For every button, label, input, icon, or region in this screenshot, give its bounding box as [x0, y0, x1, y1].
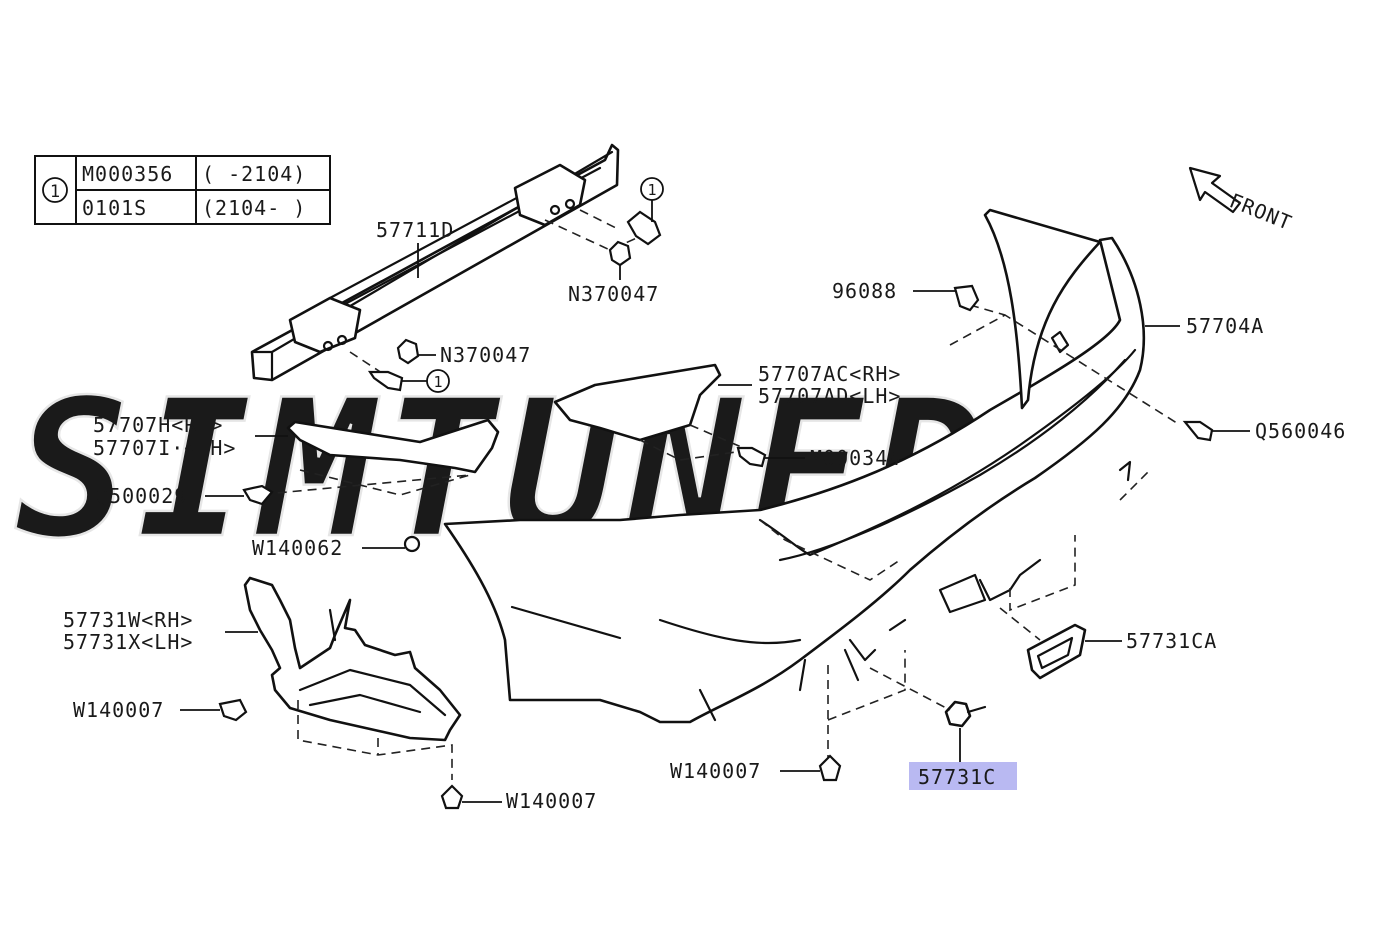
label-57707H[interactable]: 57707H<RH>: [93, 413, 223, 437]
ref-marker-top: 1: [640, 177, 664, 222]
part-57711D-beam: [250, 143, 620, 382]
bolt-icon: [242, 484, 274, 506]
label-96088[interactable]: 96088: [832, 279, 897, 303]
part-57731W-guard: [243, 576, 462, 742]
legend-part-2: 0101S: [82, 196, 147, 220]
legend-ref-circle: [42, 177, 68, 203]
legend-range-1: ( -2104): [202, 162, 306, 186]
label-57711D[interactable]: 57711D: [376, 218, 454, 242]
svg-text:1: 1: [433, 373, 442, 391]
label-57731W[interactable]: 57731W<RH>: [63, 608, 193, 632]
front-arrow-icon: [1188, 166, 1242, 214]
part-57707AC-bracket: [553, 363, 722, 442]
fasteners: [218, 210, 1214, 810]
watermark: SIMTUNED: [15, 359, 994, 580]
clip-icon: [440, 784, 464, 810]
leader-lines: [180, 243, 1250, 803]
label-W140007-left[interactable]: W140007: [73, 698, 164, 722]
guard-ribs: [298, 608, 447, 717]
label-57731C[interactable]: 57731C: [918, 765, 996, 789]
label-57731CA[interactable]: 57731CA: [1126, 629, 1217, 653]
label-57707AD[interactable]: 57707AD<LH>: [758, 384, 901, 408]
legend-part-1: M000356: [82, 162, 173, 186]
bolt-icon: [367, 370, 404, 392]
label-57731X[interactable]: 57731X<LH>: [63, 630, 193, 654]
label-57704A[interactable]: 57704A: [1186, 314, 1264, 338]
part-labels: 57711D N370047 N370047 57707H<RH> 57707I…: [63, 218, 1346, 813]
part-57707H-bracket: [286, 418, 500, 474]
highlight-57731C: [909, 762, 1017, 790]
nut-icon: [396, 338, 420, 365]
part-57731C-cap: [944, 700, 972, 728]
bolt-icon: [1182, 420, 1214, 442]
label-M000344[interactable]: M000344: [810, 446, 901, 470]
clip-icon: [218, 698, 248, 722]
label-W140007-center[interactable]: W140007: [670, 759, 761, 783]
part-57704A-bumper: [443, 208, 1146, 724]
clip-icon: [953, 284, 980, 312]
clip-icon: [403, 535, 421, 553]
label-W140062[interactable]: W140062: [252, 536, 343, 560]
legend-ref-number: 1: [50, 182, 60, 202]
label-N370047-top[interactable]: N370047: [568, 282, 659, 306]
svg-text:1: 1: [647, 181, 656, 199]
label-N370047-mid[interactable]: N370047: [440, 343, 531, 367]
label-57707AC[interactable]: 57707AC<RH>: [758, 362, 901, 386]
front-label: FRONT: [1226, 188, 1295, 235]
bolt-icon: [736, 446, 767, 468]
clip-icon: [818, 754, 842, 782]
nut-icon: [608, 240, 632, 267]
label-W140007-bottom[interactable]: W140007: [506, 789, 597, 813]
legend-table: 1 M000356 ( -2104) 0101S (2104- ): [34, 155, 331, 225]
front-direction-indicator: FRONT: [1188, 166, 1296, 235]
label-Q500029[interactable]: Q500029: [96, 484, 187, 508]
legend-range-2: (2104- ): [202, 196, 306, 220]
label-Q560046[interactable]: Q560046: [1255, 419, 1346, 443]
label-57707I[interactable]: 57707I·<LH>: [93, 436, 236, 460]
ref-marker-mid: 1: [402, 369, 450, 393]
part-57731CA-reflector: [1026, 623, 1087, 680]
